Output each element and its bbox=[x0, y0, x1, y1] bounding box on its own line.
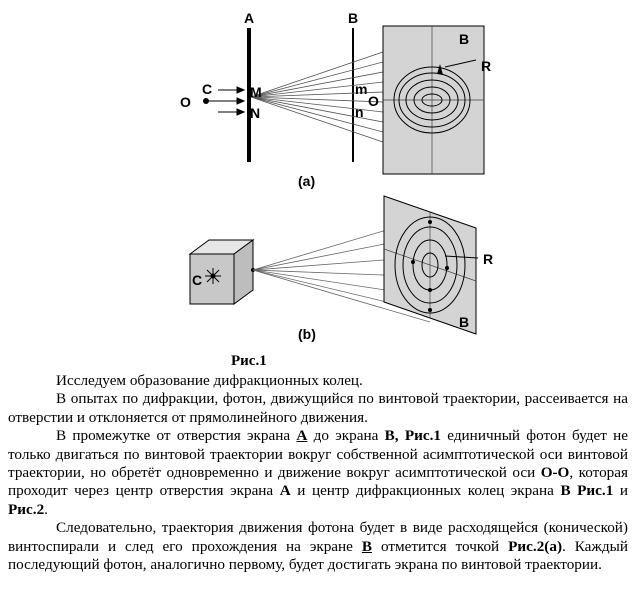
label-b: B bbox=[348, 10, 358, 26]
diffraction-figure: A B C O M N m n O B R (a) bbox=[180, 10, 493, 342]
diverging-rays-a bbox=[250, 51, 384, 143]
incoming-arrows bbox=[209, 86, 246, 116]
label-m: M bbox=[250, 84, 262, 100]
diffraction-rings-b bbox=[394, 216, 466, 314]
label-r: R bbox=[481, 58, 491, 74]
label-o-axis-right: O bbox=[368, 93, 379, 109]
figure-caption: Рис.1 bbox=[231, 353, 267, 369]
p4-fig-ref: Рис.2(а) bbox=[508, 537, 563, 555]
figure-b: C R B (b) bbox=[188, 195, 493, 342]
p3-text-c: единичный фотон будет не только двигатьс… bbox=[8, 427, 629, 482]
light-source-icon bbox=[205, 268, 221, 284]
p4-text-c: . Каждый последующий фотон, аналогично п… bbox=[8, 537, 628, 574]
label-n-small: n bbox=[355, 104, 364, 120]
p3-screen-a: А bbox=[296, 427, 308, 445]
label-c-cube: C bbox=[192, 272, 202, 288]
p3-text-d: , которая проходит через центр отверстия… bbox=[8, 464, 628, 500]
label-o-axis-left: O bbox=[180, 94, 191, 110]
p4-text-a: Следовательно, траектория движения фотон… bbox=[8, 519, 628, 555]
paragraph-1: Исследуем образование дифракционных коле… bbox=[56, 372, 363, 389]
paragraph-2: В опытах по дифракции, фотон, движущийся… bbox=[8, 390, 628, 426]
p3-axis-oo: О-О bbox=[540, 464, 570, 482]
p3-screen-b-fig1: В Рис.1 bbox=[560, 482, 614, 500]
label-c-source: C bbox=[202, 81, 212, 97]
p4-text-b: отметится точкой bbox=[372, 537, 509, 555]
paragraph-4: Следовательно, траектория движения фотон… bbox=[8, 519, 628, 574]
source-point-a bbox=[203, 98, 209, 104]
diffraction-rings-a bbox=[393, 66, 471, 134]
figure-b-caption: (b) bbox=[298, 326, 316, 342]
label-screen-b: B bbox=[459, 31, 469, 47]
p3-screen-a-2: А bbox=[279, 482, 291, 500]
figure-a-caption: (a) bbox=[298, 173, 315, 189]
p3-fig2-ref: Рис.2 bbox=[8, 500, 45, 518]
p4-screen-b: В bbox=[361, 537, 372, 555]
p3-screen-b-ref: В, Рис.1 bbox=[384, 427, 442, 445]
p3-text-f: и bbox=[613, 482, 628, 500]
p3-text-e: и центр дифракционных колец экрана bbox=[290, 482, 561, 500]
label-b-screen-b: B bbox=[459, 314, 469, 330]
label-n: N bbox=[250, 105, 260, 121]
figure-a: A B C O M N m n O B R (a) bbox=[180, 10, 491, 189]
paragraph-3: В промежутке от отверстия экрана А до эк… bbox=[8, 427, 628, 519]
body-text: Исследуем образование дифракционных коле… bbox=[8, 372, 628, 574]
p3-text-a: В промежутке от отверстия экрана bbox=[56, 427, 297, 445]
label-r-b: R bbox=[483, 251, 493, 267]
p3-text-b: до экрана bbox=[307, 427, 385, 445]
p3-text-g: . bbox=[44, 500, 48, 518]
label-a: A bbox=[244, 10, 254, 26]
label-m-small: m bbox=[355, 81, 367, 97]
